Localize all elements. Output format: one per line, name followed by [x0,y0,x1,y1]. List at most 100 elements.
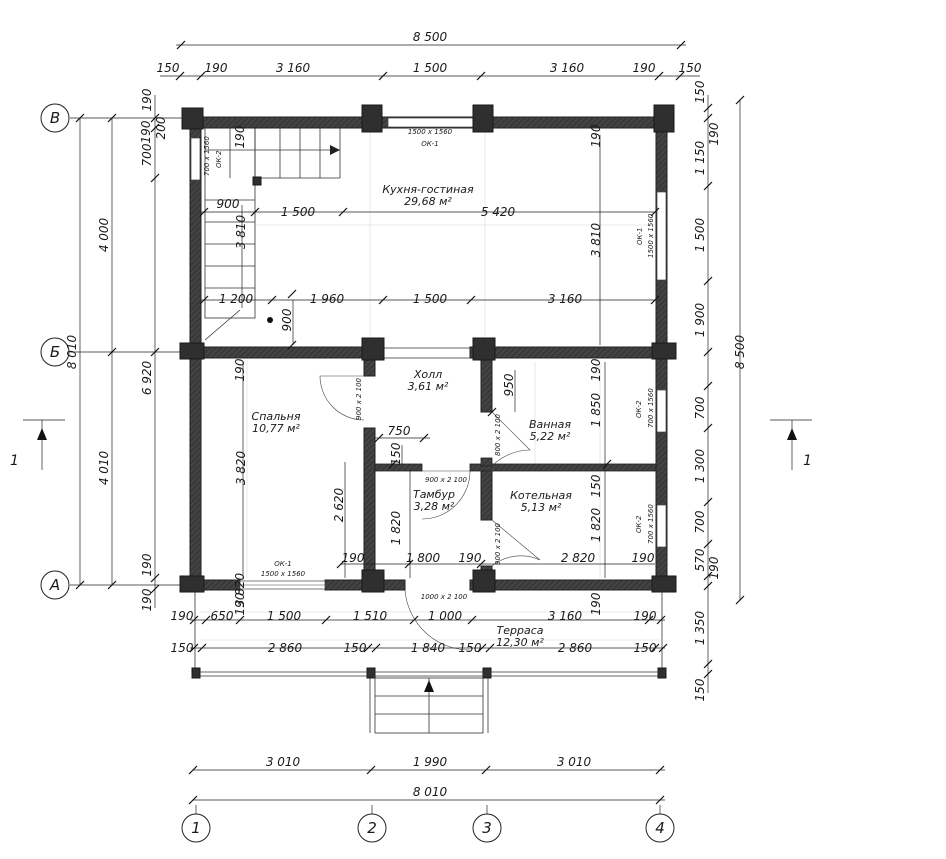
svg-text:1 000: 1 000 [428,609,463,623]
svg-text:3 820: 3 820 [234,450,248,485]
axis-marker-row-b: Б [40,337,70,367]
svg-text:700: 700 [693,510,707,533]
svg-text:150: 150 [389,442,403,465]
svg-text:3 160: 3 160 [550,61,585,75]
room-name-vestibule: Тамбур [413,488,455,501]
svg-text:А: А [49,576,60,594]
svg-text:1 150: 1 150 [693,140,707,175]
svg-text:1 840: 1 840 [411,641,446,655]
svg-text:190: 190 [171,609,194,623]
svg-text:700: 700 [140,143,154,166]
svg-text:2 860: 2 860 [558,641,593,655]
section-mark-right: 1 [803,453,812,469]
svg-text:2 620: 2 620 [332,487,346,522]
svg-text:1 500: 1 500 [281,205,316,219]
dimension-ticks [75,40,745,805]
svg-text:190: 190 [633,61,656,75]
svg-text:1 500: 1 500 [413,292,448,306]
room-name-bedroom: Спальня [252,410,301,423]
svg-text:3 820: 3 820 [233,572,247,607]
windows [190,117,667,590]
door-size-vestibule: 900 х 2 100 [425,476,468,484]
svg-text:8 010: 8 010 [413,785,448,799]
svg-text:190: 190 [589,592,603,615]
axis-marker-col-3: 3 [472,813,502,843]
section-arrow-right-icon [787,428,797,440]
svg-text:190: 190 [233,125,247,148]
axis-marker-row-v: В [40,103,70,133]
svg-text:1 820: 1 820 [589,507,603,542]
axis-marker-col-4: 4 [645,813,675,843]
columns [179,104,677,679]
room-area-bathroom: 5,22 м² [530,430,571,443]
section-arrow-left-icon [37,428,47,440]
svg-text:3 810: 3 810 [589,222,603,257]
svg-text:6 920: 6 920 [140,360,154,395]
svg-text:3 160: 3 160 [548,609,583,623]
door-size-entry: 1000 х 2 100 [421,593,468,601]
staircase [204,127,341,341]
window-size-bath: 700 х 1560 [647,388,655,428]
window-size-right: 1500 х 1560 [647,213,655,258]
svg-text:1 500: 1 500 [693,217,707,252]
room-area-vestibule: 3,28 м² [414,500,455,513]
room-area-hall: 3,61 м² [408,380,449,393]
svg-text:150: 150 [693,80,707,103]
point-marker [267,317,273,323]
axis-marker-col-1: 1 [181,813,211,843]
svg-text:3: 3 [482,819,492,837]
window-size-bottom: 1500 х 1560 [261,570,306,578]
svg-text:190: 190 [459,551,482,565]
svg-text:150: 150 [693,678,707,701]
axis-marker-col-2: 2 [357,813,387,843]
room-name-boiler: Котельная [510,489,572,502]
window-mark-bottom: ОК-1 [274,560,291,568]
svg-text:190: 190 [589,124,603,147]
svg-text:Б: Б [50,343,60,361]
svg-text:2 860: 2 860 [268,641,303,655]
svg-text:190: 190 [589,358,603,381]
svg-text:190: 190 [707,122,721,145]
svg-text:650: 650 [211,609,234,623]
room-name-bathroom: Ванная [529,418,571,431]
window-size-stair: 700 х 1560 [203,136,211,176]
svg-text:4 010: 4 010 [97,450,111,485]
terrace [194,590,663,734]
opening-labels: 1500 х 1560 ОК-1 700 х 1560 ОК-2 ОК-1 15… [203,128,655,601]
room-labels: Кухня-гостиная 29,68 м² Холл 3,61 м² Спа… [252,183,573,649]
window-mark-bath: ОК-2 [635,400,643,418]
svg-text:200: 200 [154,116,168,139]
door-size-bath: 800 х 2 100 [494,413,502,456]
svg-text:8 500: 8 500 [733,334,747,369]
svg-text:3 810: 3 810 [234,214,248,249]
svg-text:В: В [50,109,60,127]
svg-text:1: 1 [191,819,201,837]
room-area-bedroom: 10,77 м² [252,422,300,435]
window-size-boiler: 700 х 1560 [647,504,655,544]
svg-text:950: 950 [502,373,516,396]
svg-text:150: 150 [634,641,657,655]
svg-text:8 500: 8 500 [413,30,448,44]
svg-text:570: 570 [693,548,707,571]
axis-marker-row-a: А [40,570,70,600]
svg-text:900: 900 [217,197,240,211]
svg-text:150: 150 [344,641,367,655]
room-area-boiler: 5,13 м² [521,501,562,514]
svg-text:4: 4 [655,819,665,837]
svg-text:1 850: 1 850 [589,392,603,427]
svg-text:190: 190 [707,556,721,579]
svg-text:1 960: 1 960 [310,292,345,306]
window-mark-stair: ОК-2 [215,150,223,168]
room-area-terrace: 12,30 м² [496,636,544,649]
svg-text:150: 150 [171,641,194,655]
svg-text:190: 190 [233,358,247,381]
svg-text:3 010: 3 010 [557,755,592,769]
window-mark-boiler: ОК-2 [635,515,643,533]
window-mark-top: ОК-1 [421,140,438,148]
svg-text:4 000: 4 000 [97,217,111,252]
svg-text:190: 190 [632,551,655,565]
svg-text:8 010: 8 010 [65,334,79,369]
svg-text:1 990: 1 990 [413,755,448,769]
svg-text:190: 190 [140,88,154,111]
